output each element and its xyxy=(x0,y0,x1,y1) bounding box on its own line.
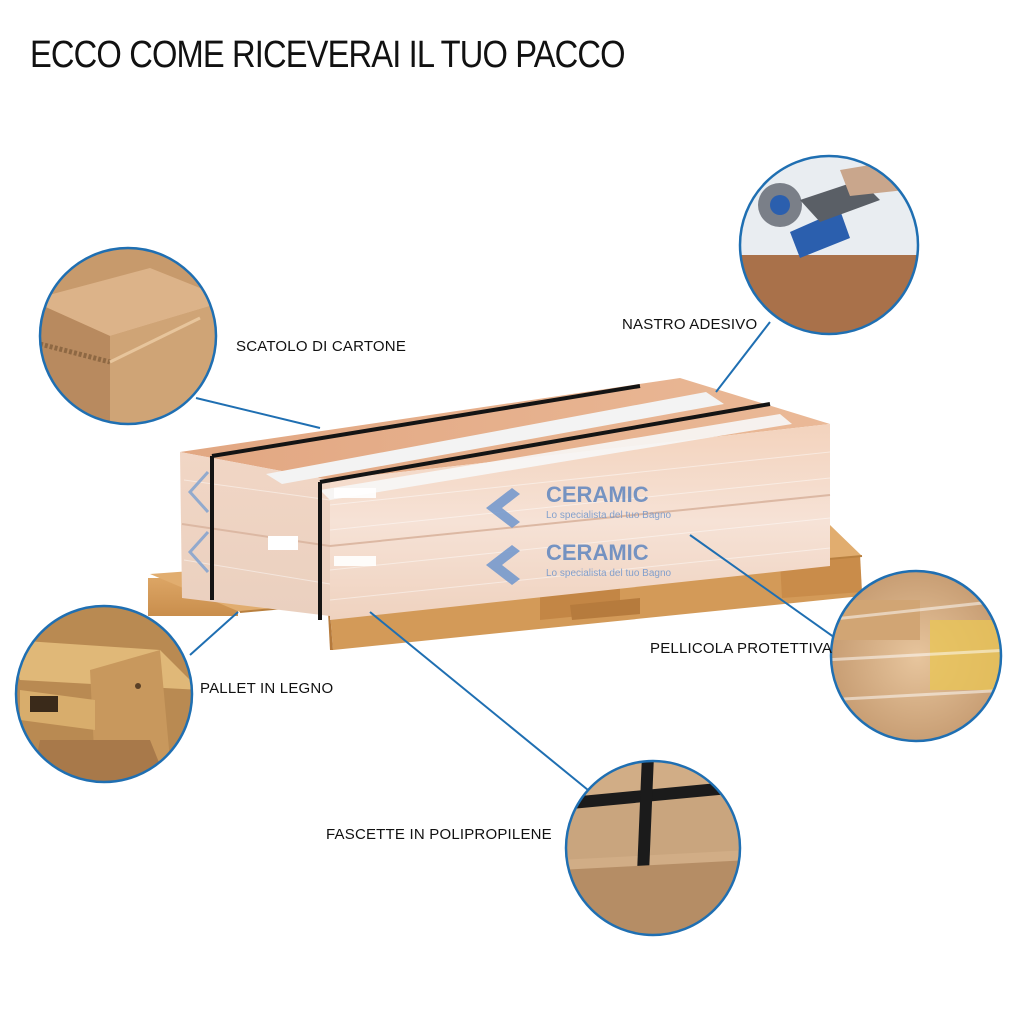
detail-circle-pellicola xyxy=(829,569,1003,743)
label-fascette-in-polipropilene: FASCETTE IN POLIPROPILENE xyxy=(326,826,552,843)
callout-line-nastro xyxy=(715,321,771,393)
brand-print-upper: CERAMIC Lo specialista del tuo Bagno xyxy=(546,482,672,521)
detail-circle-cartone xyxy=(38,246,218,426)
detail-circle-nastro xyxy=(738,154,920,336)
label-scatolo-di-cartone: SCATOLO DI CARTONE xyxy=(236,338,407,355)
brand-tagline: Lo specialista del tuo Bagno xyxy=(546,568,672,579)
brand-name: CERAMIC xyxy=(546,482,649,507)
callout-line-fascette xyxy=(369,611,589,791)
callout-line-pellicola xyxy=(689,534,839,641)
callout-line-cartone xyxy=(195,397,321,429)
detail-circle-pallet xyxy=(14,604,194,784)
brand-print-lower: CERAMIC Lo specialista del tuo Bagno xyxy=(546,540,672,579)
brand-tagline: Lo specialista del tuo Bagno xyxy=(546,510,672,521)
label-pallet-in-legno: PALLET IN LEGNO xyxy=(200,680,334,697)
callout-lines xyxy=(189,321,839,791)
label-nastro-adesivo: NASTRO ADESIVO xyxy=(622,316,758,333)
brand-name: CERAMIC xyxy=(546,540,649,565)
page-title: ECCO COME RICEVERAI IL TUO PACCO xyxy=(30,34,626,76)
cardboard-stack xyxy=(180,378,831,620)
callout-line-pallet xyxy=(189,611,239,656)
detail-circle-fascette xyxy=(564,759,742,937)
label-pellicola-protettiva: PELLICOLA PROTETTIVA xyxy=(650,640,833,657)
